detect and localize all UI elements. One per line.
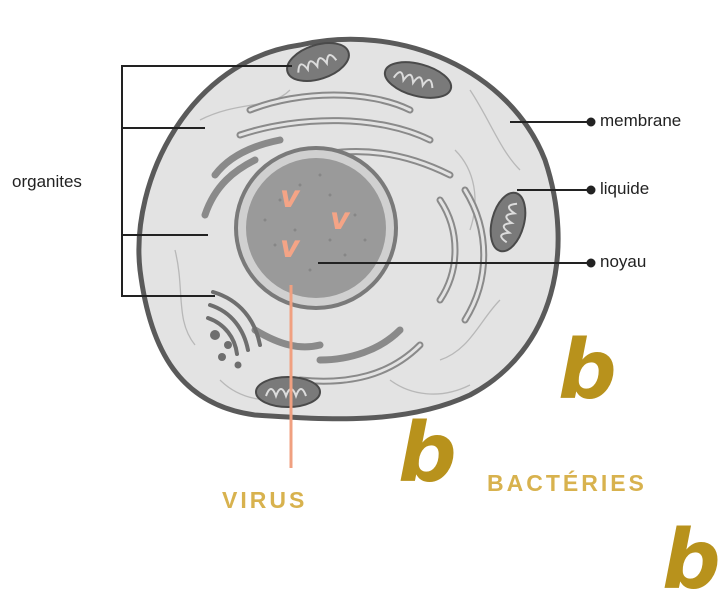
- mitochondrion-bottom: [256, 377, 320, 407]
- nucleus: [246, 158, 386, 298]
- virus-mark-1: v: [280, 183, 300, 213]
- bacteria-mark-3: b: [662, 520, 721, 602]
- label-organites: organites: [12, 172, 82, 192]
- bacteria-mark-1: b: [558, 330, 617, 412]
- label-virus: VIRUS: [222, 487, 307, 514]
- bacteria-mark-2: b: [398, 413, 457, 495]
- label-membrane: membrane: [600, 111, 681, 131]
- virus-mark-2: v: [330, 205, 350, 235]
- label-noyau: noyau: [600, 252, 646, 272]
- label-liquide: liquide: [600, 179, 649, 199]
- virus-mark-3: v: [280, 233, 300, 263]
- label-bacteries: BACTÉRIES: [487, 470, 647, 497]
